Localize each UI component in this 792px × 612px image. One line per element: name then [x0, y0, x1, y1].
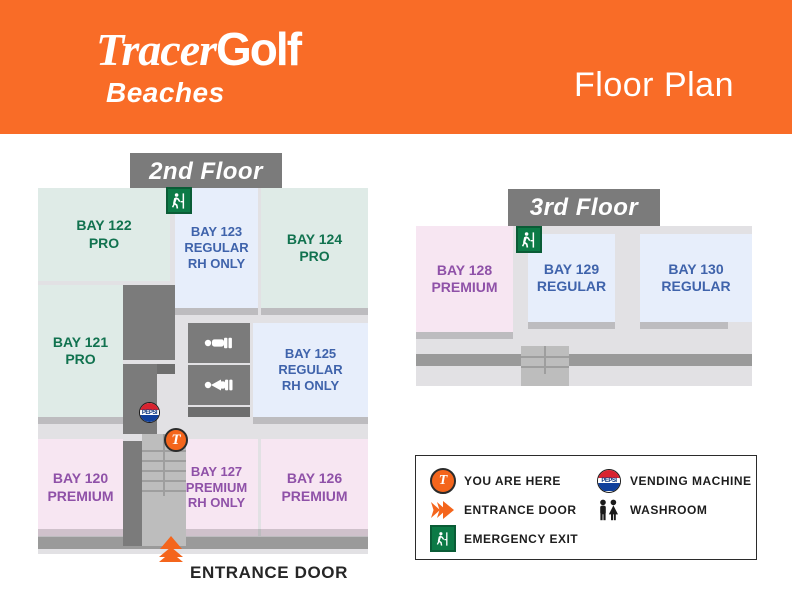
floor-plan-3rd: BAY 128 PREMIUM BAY 129 REGULAR BAY 130 … — [416, 226, 752, 386]
floor-plan-2nd: BAY 122 PRO BAY 123 REGULAR RH ONLY BAY … — [38, 187, 368, 562]
legend-item-you-are-here: T YOU ARE HERE — [430, 466, 600, 495]
washroom-mens — [188, 323, 250, 363]
page-header: TracerGolf Beaches Floor Plan — [0, 0, 792, 134]
bay-130[interactable]: BAY 130 REGULAR — [640, 234, 752, 322]
bay-129[interactable]: BAY 129 REGULAR — [528, 234, 615, 322]
you-are-here-glyph: T — [430, 467, 456, 494]
you-are-here-icon: T — [164, 428, 188, 452]
entrance-door-icon — [156, 536, 186, 562]
pepsi-top-band — [598, 469, 620, 478]
bay-122[interactable]: BAY 122 PRO — [38, 188, 170, 281]
legend-item-washroom: WASHROOM — [596, 495, 756, 524]
legend-item-emergency-exit: EMERGENCY EXIT — [430, 524, 600, 553]
bay-124[interactable]: BAY 124 PRO — [261, 188, 368, 308]
floor-badge-3rd: 3rd Floor — [508, 189, 660, 227]
brand-primary: Tracer — [96, 24, 217, 75]
emergency-exit-icon — [430, 525, 456, 552]
legend-label: EMERGENCY EXIT — [464, 531, 579, 546]
service-block-lower — [123, 364, 157, 434]
pepsi-top-band — [140, 403, 159, 411]
page-title: Floor Plan — [574, 66, 734, 104]
brand-logo: TracerGolf Beaches — [96, 24, 396, 109]
bottom-tee-line — [38, 529, 368, 537]
service-block-notch — [157, 364, 175, 374]
entrance-door-icon — [430, 498, 456, 522]
bay-121[interactable]: BAY 121 PRO — [38, 285, 123, 417]
vending-machine-icon: PEPSI — [139, 402, 160, 423]
stair-rail — [544, 346, 546, 374]
exterior-wall-bottom — [416, 354, 752, 366]
legend-item-vending-machine: PEPSI VENDING MACHINE — [596, 466, 756, 495]
bay-130-tee-line — [640, 322, 728, 329]
legend-label: ENTRANCE DOOR — [464, 502, 577, 517]
emergency-exit-icon — [166, 187, 192, 214]
pepsi-bottom-band — [598, 483, 620, 492]
emergency-exit-sign — [430, 525, 456, 552]
pepsi-wordmark: PEPSI — [598, 478, 620, 484]
bay-127[interactable]: BAY 127 PREMIUM RH ONLY — [175, 439, 258, 536]
washroom-base — [188, 407, 250, 417]
washroom-icon — [188, 323, 250, 363]
floor-badge-2nd: 2nd Floor — [130, 153, 282, 191]
legend-label: WASHROOM — [630, 502, 708, 517]
exterior-wall-bottom — [38, 537, 368, 549]
vending-machine-icon: PEPSI — [596, 468, 622, 493]
pepsi-bottom-band — [140, 414, 159, 422]
legend-item-entrance-door: ENTRANCE DOOR — [430, 495, 600, 524]
brand-secondary: Golf — [216, 23, 302, 75]
pepsi-logo: PEPSI — [597, 468, 621, 493]
legend-panel: T YOU ARE HERE ENTRANCE DOOR — [415, 455, 757, 560]
washroom-womens — [188, 365, 250, 405]
stair-rail — [163, 434, 165, 496]
pepsi-wordmark: PEPSI — [140, 409, 159, 416]
bay-123-tee-line — [175, 308, 258, 315]
bay-120[interactable]: BAY 120 PREMIUM — [38, 439, 123, 536]
bay-125[interactable]: BAY 125 REGULAR RH ONLY — [253, 323, 368, 417]
washroom-icon — [188, 365, 250, 405]
brand-logo-text: TracerGolf — [96, 24, 396, 75]
legend-column-right: PEPSI VENDING MACHINE — [596, 466, 756, 524]
bay-126[interactable]: BAY 126 PREMIUM — [261, 439, 368, 536]
stair-shaft-wall — [123, 441, 142, 546]
bay-129-tee-line — [528, 322, 615, 329]
washroom-icon — [596, 498, 622, 522]
legend-column-left: T YOU ARE HERE ENTRANCE DOOR — [430, 466, 600, 553]
legend-label: VENDING MACHINE — [630, 473, 752, 488]
you-are-here-icon: T — [430, 467, 456, 494]
service-block-upper — [123, 285, 175, 360]
bay-125-tee-line — [253, 417, 368, 424]
bay-121-tee-line — [38, 417, 123, 424]
emergency-exit-icon — [516, 226, 542, 253]
legend-label: YOU ARE HERE — [464, 473, 561, 488]
entrance-door-caption: ENTRANCE DOOR — [190, 563, 348, 582]
bay-124-tee-line — [261, 308, 368, 315]
bay-128-tee-line — [416, 332, 513, 339]
brand-sublabel: Beaches — [106, 77, 225, 108]
bay-128[interactable]: BAY 128 PREMIUM — [416, 226, 513, 332]
